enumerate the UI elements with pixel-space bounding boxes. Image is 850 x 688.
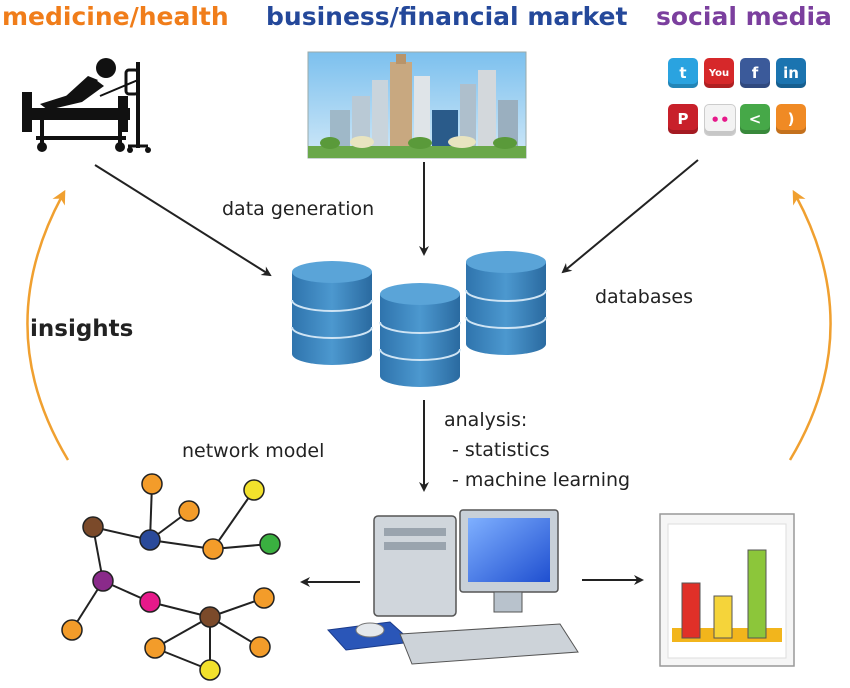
arrow-medicine-to-db [94, 164, 272, 277]
hospital-bed-icon [22, 58, 151, 153]
network-node [259, 533, 281, 555]
youtube-icon: You [704, 58, 734, 88]
chart-bar [747, 549, 767, 639]
analysis-heading: analysis: [444, 409, 528, 431]
title-business-financial-market: business/financial market [266, 2, 628, 31]
network-node [144, 637, 166, 659]
label-network-model: network model [182, 440, 325, 462]
linkedin-icon: in [776, 58, 806, 88]
network-node [139, 529, 161, 551]
network-node [199, 606, 221, 628]
chart-bar [713, 595, 733, 639]
network-node [141, 473, 163, 495]
desktop-computer-icon [326, 509, 579, 665]
network-model-graph [61, 473, 281, 681]
facebook-icon: f [740, 58, 770, 88]
chart-bar [681, 582, 701, 639]
bar-chart-image [659, 513, 795, 667]
twitter-icon: t [668, 58, 698, 88]
network-node [249, 636, 271, 658]
label-data-generation: data generation [222, 198, 375, 220]
network-node [178, 500, 200, 522]
database-icon-center [379, 283, 461, 387]
network-edge [212, 489, 255, 550]
database-icon-left [291, 261, 373, 365]
city-skyline-image [307, 51, 527, 159]
network-node [253, 587, 275, 609]
label-databases: databases [595, 286, 693, 308]
database-icon-right [465, 251, 547, 355]
analysis-item-machine-learning: - machine learning [452, 469, 631, 491]
network-node [82, 516, 104, 538]
network-node [243, 479, 265, 501]
analysis-item-statistics: - statistics [452, 439, 550, 461]
network-node [202, 538, 224, 560]
title-social-media: social media [656, 2, 832, 31]
label-insights: insights [30, 316, 134, 342]
share-icon: < [740, 104, 770, 134]
rss-icon: ) [776, 104, 806, 134]
network-node [92, 570, 114, 592]
flickr-icon: •• [704, 104, 736, 136]
arrow-social-to-db [561, 159, 699, 274]
label-analysis: analysis: - statistics - machine learnin… [444, 405, 630, 495]
network-node [199, 659, 221, 681]
insights-cycle-arrow-left [26, 189, 70, 461]
network-node [61, 619, 83, 641]
pinterest-icon: P [668, 104, 698, 134]
network-node [139, 591, 161, 613]
insights-cycle-arrow-right [788, 189, 832, 461]
title-medicine-health: medicine/health [2, 2, 229, 31]
